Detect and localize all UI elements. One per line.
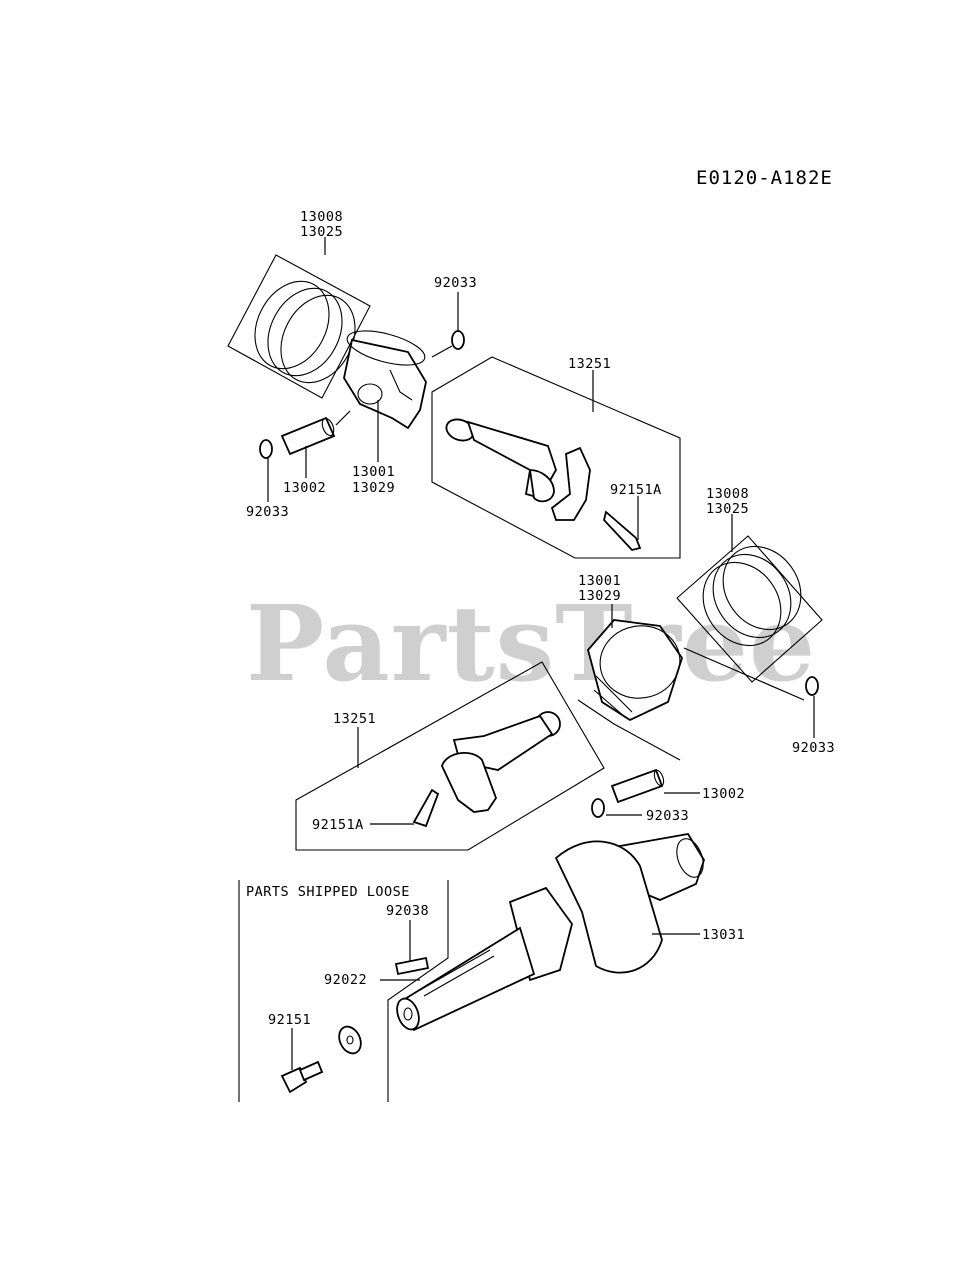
flywheel-bolt — [280, 1060, 324, 1094]
loose-header: PARTS SHIPPED LOOSE — [246, 884, 410, 900]
label-bolt-3: 92151 — [268, 1012, 311, 1028]
label-rings-1b: 13025 — [300, 224, 343, 240]
rod-box-1 — [431, 356, 681, 559]
piston-1 — [343, 330, 427, 430]
rod-box-2 — [295, 661, 605, 851]
label-pin-2: 13002 — [702, 786, 745, 802]
connecting-rod-1 — [445, 418, 591, 521]
piston-pin-1 — [280, 416, 336, 456]
diagram-code: E0120-A182E — [696, 167, 833, 189]
ring-set-box-1 — [227, 254, 371, 399]
circlip-3 — [805, 676, 819, 696]
label-clip-1: 92033 — [434, 275, 477, 291]
circlip-1 — [451, 330, 465, 350]
label-piston-2a: 13001 — [578, 573, 621, 589]
label-clip-3: 92033 — [792, 740, 835, 756]
connecting-rod-2 — [441, 711, 561, 813]
loose-bracket-right — [387, 880, 449, 1102]
rod-bolt-1 — [603, 510, 642, 552]
leader-piston-2-to-pin — [577, 699, 681, 761]
ring-set-box-2 — [676, 535, 823, 683]
piston-2 — [587, 619, 683, 722]
label-clip-4: 92033 — [646, 808, 689, 824]
rod-bolt-2 — [412, 788, 440, 828]
label-key: 92038 — [386, 903, 429, 919]
label-crank: 13031 — [702, 927, 745, 943]
label-washer: 92022 — [324, 972, 367, 988]
label-piston-1b: 13029 — [352, 480, 395, 496]
crankshaft — [396, 833, 705, 1032]
piston-pin-2 — [610, 768, 665, 804]
circlip-4 — [591, 798, 605, 818]
circlip-2 — [259, 439, 273, 459]
washer — [338, 1025, 362, 1055]
leader-clip-3-link — [683, 647, 805, 701]
piston-rings-2 — [702, 545, 802, 647]
leader-clip-1-to-piston — [431, 345, 453, 358]
label-clip-2: 92033 — [246, 504, 289, 520]
label-piston-1a: 13001 — [352, 464, 395, 480]
watermark: PartsTree — [246, 582, 816, 705]
label-rod-1: 13251 — [568, 356, 611, 372]
label-pin-1: 13002 — [283, 480, 326, 496]
label-piston-2b: 13029 — [578, 588, 621, 604]
label-rod-2: 13251 — [333, 711, 376, 727]
label-bolt-1: 92151A — [610, 482, 662, 498]
label-bolt-2: 92151A — [312, 817, 364, 833]
woodruff-key — [394, 956, 430, 976]
label-rings-1a: 13008 — [300, 209, 343, 225]
label-rings-2b: 13025 — [706, 501, 749, 517]
leader-pin-1-to-piston — [335, 410, 351, 426]
label-rings-2a: 13008 — [706, 486, 749, 502]
